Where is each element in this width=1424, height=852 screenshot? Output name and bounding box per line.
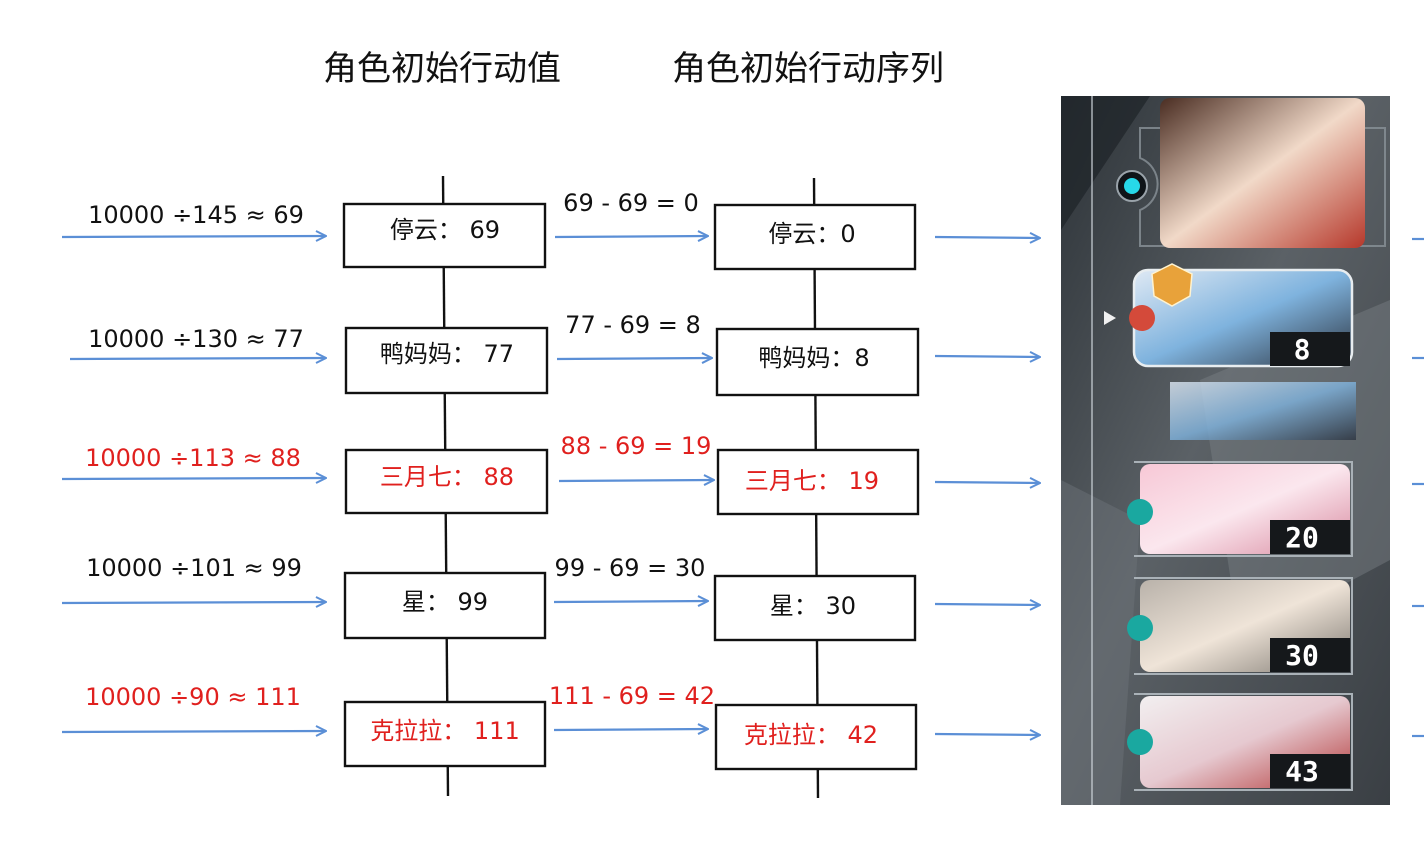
value-box-label: 鸭妈妈： 77 bbox=[380, 340, 514, 368]
turn-pointer-icon bbox=[1104, 311, 1116, 325]
diff-arrow bbox=[554, 236, 708, 237]
teal-marker-icon bbox=[1127, 615, 1153, 641]
row-clara: 10000 ÷90 ≈ 111 克拉拉： 111 111 - 69 = 42 克… bbox=[61, 682, 1040, 771]
output-arrow bbox=[934, 482, 1040, 483]
row-stelle: 10000 ÷101 ≈ 99 星： 99 99 - 69 = 30 星： 30 bbox=[61, 554, 1040, 642]
action-badge-value: 20 bbox=[1285, 521, 1319, 554]
red-marker-icon bbox=[1129, 305, 1155, 331]
diff-arrow bbox=[553, 601, 708, 602]
diff-label: 88 - 69 = 19 bbox=[561, 432, 712, 460]
edge-arrows bbox=[1412, 237, 1424, 738]
teal-marker-icon bbox=[1127, 499, 1153, 525]
action-badge bbox=[1270, 332, 1350, 366]
input-arrow bbox=[69, 358, 326, 359]
turn-order-screenshot: 8 20 30 43 bbox=[1061, 96, 1390, 805]
output-arrow bbox=[934, 734, 1040, 735]
sequence-box-label: 星： 30 bbox=[770, 592, 856, 620]
sequence-box-label: 鸭妈妈：8 bbox=[758, 344, 869, 372]
action-badge bbox=[1270, 754, 1350, 788]
sequence-box-label: 停云：0 bbox=[768, 220, 855, 248]
output-arrow bbox=[934, 604, 1040, 605]
sequence-box bbox=[715, 327, 920, 397]
portrait-slot-4: 43 bbox=[1127, 693, 1353, 791]
output-arrow bbox=[934, 356, 1040, 357]
row-duck-mama: 10000 ÷130 ≈ 77 鸭妈妈： 77 77 - 69 = 8 鸭妈妈：… bbox=[69, 311, 1040, 397]
action-badge bbox=[1270, 520, 1350, 554]
portrait-slot-1: 8 bbox=[1104, 263, 1354, 368]
diff-label: 77 - 69 = 8 bbox=[565, 311, 701, 339]
formula-label: 10000 ÷113 ≈ 88 bbox=[85, 444, 301, 472]
sequence-box bbox=[714, 703, 918, 771]
input-arrow bbox=[61, 731, 326, 732]
sequence-box bbox=[716, 448, 920, 516]
formula-label: 10000 ÷90 ≈ 111 bbox=[85, 683, 301, 711]
teal-marker-icon bbox=[1127, 729, 1153, 755]
value-box bbox=[342, 202, 547, 269]
portrait-slot-3: 30 bbox=[1127, 577, 1353, 675]
sequence-box bbox=[713, 203, 917, 271]
sequence-box-label: 克拉拉： 42 bbox=[744, 721, 878, 749]
value-box bbox=[344, 448, 549, 515]
portrait-current bbox=[1116, 98, 1386, 248]
input-arrow bbox=[61, 236, 326, 237]
row-tingyun: 10000 ÷145 ≈ 69 停云： 69 69 - 69 = 0 停云：0 bbox=[61, 189, 1040, 271]
diff-arrow bbox=[558, 480, 714, 481]
title-initial-action-value: 角色初始行动值 bbox=[323, 49, 561, 89]
input-arrow bbox=[61, 478, 326, 479]
row-march-7th: 10000 ÷113 ≈ 88 三月七： 88 88 - 69 = 19 三月七… bbox=[61, 432, 1040, 516]
diff-label: 69 - 69 = 0 bbox=[563, 189, 699, 217]
summon-badge-icon bbox=[1151, 263, 1193, 307]
formula-label: 10000 ÷130 ≈ 77 bbox=[88, 325, 304, 353]
sequence-box-label: 三月七： 19 bbox=[745, 467, 879, 495]
value-box-label: 星： 99 bbox=[402, 588, 488, 616]
formula-label: 10000 ÷101 ≈ 99 bbox=[86, 554, 302, 582]
sequence-box bbox=[713, 574, 917, 642]
diff-arrow bbox=[556, 358, 712, 359]
diff-arrow bbox=[553, 729, 708, 730]
value-box-label: 克拉拉： 111 bbox=[370, 717, 519, 745]
portrait-ghost bbox=[1170, 382, 1356, 440]
value-box-label: 停云： 69 bbox=[390, 216, 500, 244]
diff-label: 99 - 69 = 30 bbox=[555, 554, 706, 582]
action-badge-value: 30 bbox=[1285, 639, 1319, 672]
title-initial-action-sequence: 角色初始行动序列 bbox=[672, 49, 944, 89]
portrait-slot-2: 20 bbox=[1127, 461, 1353, 557]
diff-label: 111 - 69 = 42 bbox=[549, 682, 715, 710]
portrait-image bbox=[1160, 98, 1365, 248]
action-badge-value: 43 bbox=[1285, 755, 1319, 788]
value-box-label: 三月七： 88 bbox=[380, 463, 514, 491]
value-box bbox=[343, 700, 547, 768]
value-box bbox=[344, 326, 549, 395]
action-badge bbox=[1270, 638, 1350, 672]
formula-label: 10000 ÷145 ≈ 69 bbox=[88, 201, 304, 229]
value-box bbox=[343, 571, 547, 640]
input-arrow bbox=[61, 602, 326, 603]
action-badge-value: 8 bbox=[1294, 333, 1311, 366]
output-arrow bbox=[934, 237, 1040, 238]
